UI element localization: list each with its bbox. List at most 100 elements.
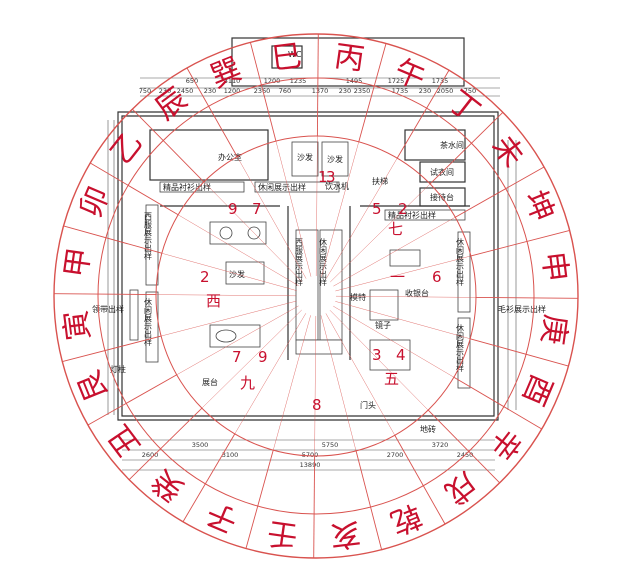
shelf-right2-label: 休闲展示出样 <box>456 323 465 373</box>
compass-glyph: 卯 <box>73 182 117 223</box>
compass-glyph: 壬 <box>265 514 300 553</box>
sector-number: 七 <box>388 220 403 238</box>
compass-ray <box>320 315 357 451</box>
compass-glyph: 丙 <box>332 39 367 78</box>
compass-glyph: 甲 <box>59 245 98 280</box>
compass-ray <box>335 295 476 298</box>
compass-divider <box>63 225 162 254</box>
sector-number: 西 <box>206 292 221 310</box>
compass-divider <box>470 229 570 257</box>
compass-divider <box>90 162 179 216</box>
compass-divider <box>358 43 387 142</box>
sector-number: 7 <box>232 348 242 366</box>
compass-ray <box>321 141 359 277</box>
compass-glyph: 申 <box>535 250 573 284</box>
compass-glyph: 寅 <box>59 308 97 342</box>
compass-ray <box>335 301 471 339</box>
compass-ray <box>325 313 396 436</box>
dimension-label: 230 <box>419 87 431 95</box>
dimension-label: 760 <box>279 87 291 95</box>
dimension-label: 1725 <box>388 77 405 85</box>
dimension-label: 5700 <box>302 451 319 459</box>
compass-divider <box>87 374 177 426</box>
shelf-top-label: 精品衬衫出样 <box>163 182 211 192</box>
sector-number: 3 <box>326 168 336 186</box>
compass-glyph: 亥 <box>328 515 362 553</box>
dimension-label: 230 <box>159 87 171 95</box>
dimension-label: 2050 <box>437 87 454 95</box>
compass-divider <box>132 108 205 183</box>
shelf-left2-label: 休闲展示出样 <box>144 297 153 347</box>
compass-ray <box>315 136 318 277</box>
shelf-left-label: 西服展示出样 <box>144 212 153 261</box>
compass-ray <box>335 255 471 292</box>
compass-glyph: 巳 <box>270 39 304 77</box>
fine-shirt-right-label: 精品衬衫出样 <box>388 210 436 220</box>
compass-divider <box>429 112 504 185</box>
wc-label: WC <box>288 50 302 59</box>
dimension-label: 2700 <box>387 451 404 459</box>
compass-ray <box>329 310 429 411</box>
dimension-label: 2600 <box>142 451 159 459</box>
dimension-label: 13890 <box>300 461 321 469</box>
compass-divider <box>453 376 542 430</box>
compass-ray <box>176 305 299 376</box>
compass-ring <box>97 77 535 515</box>
dimension-label: 2360 <box>254 87 271 95</box>
compass-ray <box>178 214 299 287</box>
compass-ray <box>161 300 297 337</box>
dimension-label: 3500 <box>192 441 209 449</box>
sofa-right-label: 沙发 <box>327 154 343 164</box>
compass-ray <box>203 181 303 282</box>
wool-display-label: 毛衫展示出样 <box>498 304 546 314</box>
compass-divider <box>249 42 277 142</box>
sector-number: 9 <box>258 348 268 366</box>
compass-divider <box>427 409 500 484</box>
leisure-top-label: 休闲展示出样 <box>258 182 306 192</box>
dimension-label: 3110 <box>224 77 241 85</box>
dimension-label: 2450 <box>177 87 194 95</box>
tea-room-label: 茶水间 <box>440 140 464 150</box>
dimension-label: 750 <box>464 87 476 95</box>
compass-ray <box>273 315 311 451</box>
center-display-label: 西服展示出样 <box>295 238 304 287</box>
compass-divider <box>128 407 203 480</box>
compass-ring <box>53 33 579 559</box>
water-dispenser-label: 饮水机 <box>325 181 349 191</box>
compass-divider <box>316 34 319 137</box>
dimension-label: 2350 <box>354 87 371 95</box>
tie-display-label: 领带出样 <box>92 304 124 314</box>
sector-number: 5 <box>372 200 382 218</box>
compass-ray <box>234 313 307 434</box>
floor-tile-label: 地砖 <box>420 424 436 434</box>
compass-divider <box>54 293 157 296</box>
sector-number: 6 <box>432 268 442 286</box>
mirror-label: 镜子 <box>375 320 391 330</box>
office-label: 办公室 <box>218 152 242 162</box>
sector-number: 五 <box>384 370 399 388</box>
sector-number: 九 <box>240 374 255 392</box>
entrance-label: 门头 <box>360 400 376 410</box>
dimension-label: 1735 <box>432 77 449 85</box>
dimension-label: 3100 <box>222 451 239 459</box>
dimension-label: 750 <box>139 87 151 95</box>
compass-glyph: 坤 <box>517 186 561 227</box>
compass-divider <box>355 450 383 550</box>
compass-ray <box>333 216 456 287</box>
stand-label: 展台 <box>202 377 218 387</box>
dimension-label: 230 <box>204 87 216 95</box>
sector-numbers: 3 1 9 7 5 2 七 2 西 一 6 7 9 九 3 4 五 8 <box>200 168 442 414</box>
dimension-label: 5750 <box>322 441 339 449</box>
sector-number: 8 <box>312 396 322 414</box>
compass-glyph: 乾 <box>385 497 426 541</box>
compass-ray <box>236 156 307 279</box>
dimension-label: 650 <box>186 77 198 85</box>
dimension-label: 1735 <box>392 87 409 95</box>
dimension-label: 1200 <box>224 87 241 95</box>
dimension-label: 1200 <box>264 77 281 85</box>
sector-number: 3 <box>372 346 382 364</box>
